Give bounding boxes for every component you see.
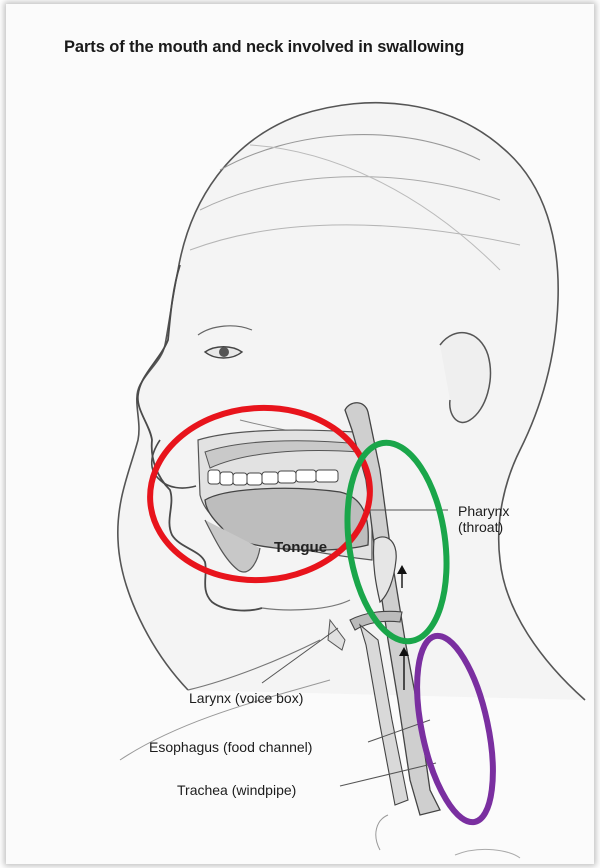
diagram-frame: Parts of the mouth and neck involved in …: [6, 4, 594, 864]
tongue-label: Tongue: [274, 539, 327, 556]
head-neck-illustration: [6, 4, 594, 864]
trachea-label: Trachea (windpipe): [177, 782, 296, 798]
larynx-label: Larynx (voice box): [189, 690, 303, 706]
esophagus-label: Esophagus (food channel): [149, 739, 312, 755]
pharynx-label: Pharynx (throat): [458, 503, 509, 535]
pharynx-label-sub: (throat): [458, 519, 509, 535]
pharynx-label-name: Pharynx: [458, 503, 509, 519]
head-outline: [118, 103, 585, 700]
